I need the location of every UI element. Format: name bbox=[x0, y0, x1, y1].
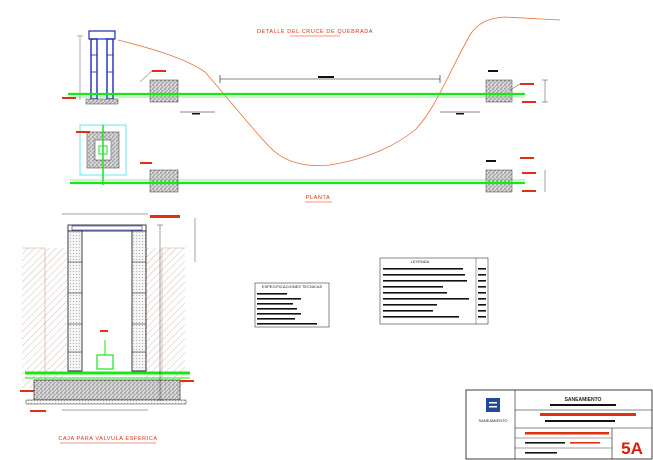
legend-heading: LEYENDA bbox=[411, 259, 430, 264]
title-block: SANEAMIENTO SANEAMIENTO 5A bbox=[465, 389, 653, 460]
client-logo bbox=[486, 398, 500, 412]
base-slab bbox=[33, 379, 181, 401]
plan-anchor-left bbox=[149, 169, 179, 193]
specs-heading: ESPECIFICACIONES TECNICAS bbox=[262, 284, 323, 289]
anchor-block-right bbox=[485, 79, 513, 103]
plan-view: PLANTA bbox=[70, 124, 546, 203]
terrain-profile-line bbox=[117, 16, 561, 166]
profile-title: DETALLE DEL CRUCE DE QUEBRADA bbox=[257, 29, 373, 35]
box-wall-right bbox=[131, 230, 147, 372]
specs-table: ESPECIFICACIONES TECNICAS bbox=[254, 282, 330, 328]
section-title: CAJA PARA VALVULA ESFERICA bbox=[58, 436, 157, 442]
profile-view: DETALLE DEL CRUCE DE QUEBRADA bbox=[62, 16, 561, 166]
profile-label-flags bbox=[62, 70, 548, 103]
valve-body bbox=[96, 354, 114, 370]
box-wall-left bbox=[67, 230, 83, 372]
legend-table: LEYENDA bbox=[379, 257, 489, 325]
logo-caption: SANEAMIENTO bbox=[478, 418, 507, 423]
plan-anchor-right bbox=[485, 169, 513, 193]
left-valve-chamber bbox=[77, 30, 119, 105]
title-block-heading: SANEAMIENTO bbox=[565, 397, 602, 403]
plan-title: PLANTA bbox=[306, 195, 331, 201]
anchor-block-left bbox=[149, 79, 179, 103]
valve-box-section: CAJA PARA VALVULA ESFERICA bbox=[20, 213, 196, 444]
sheet-number: 5A bbox=[621, 439, 643, 458]
box-lid bbox=[67, 224, 147, 232]
